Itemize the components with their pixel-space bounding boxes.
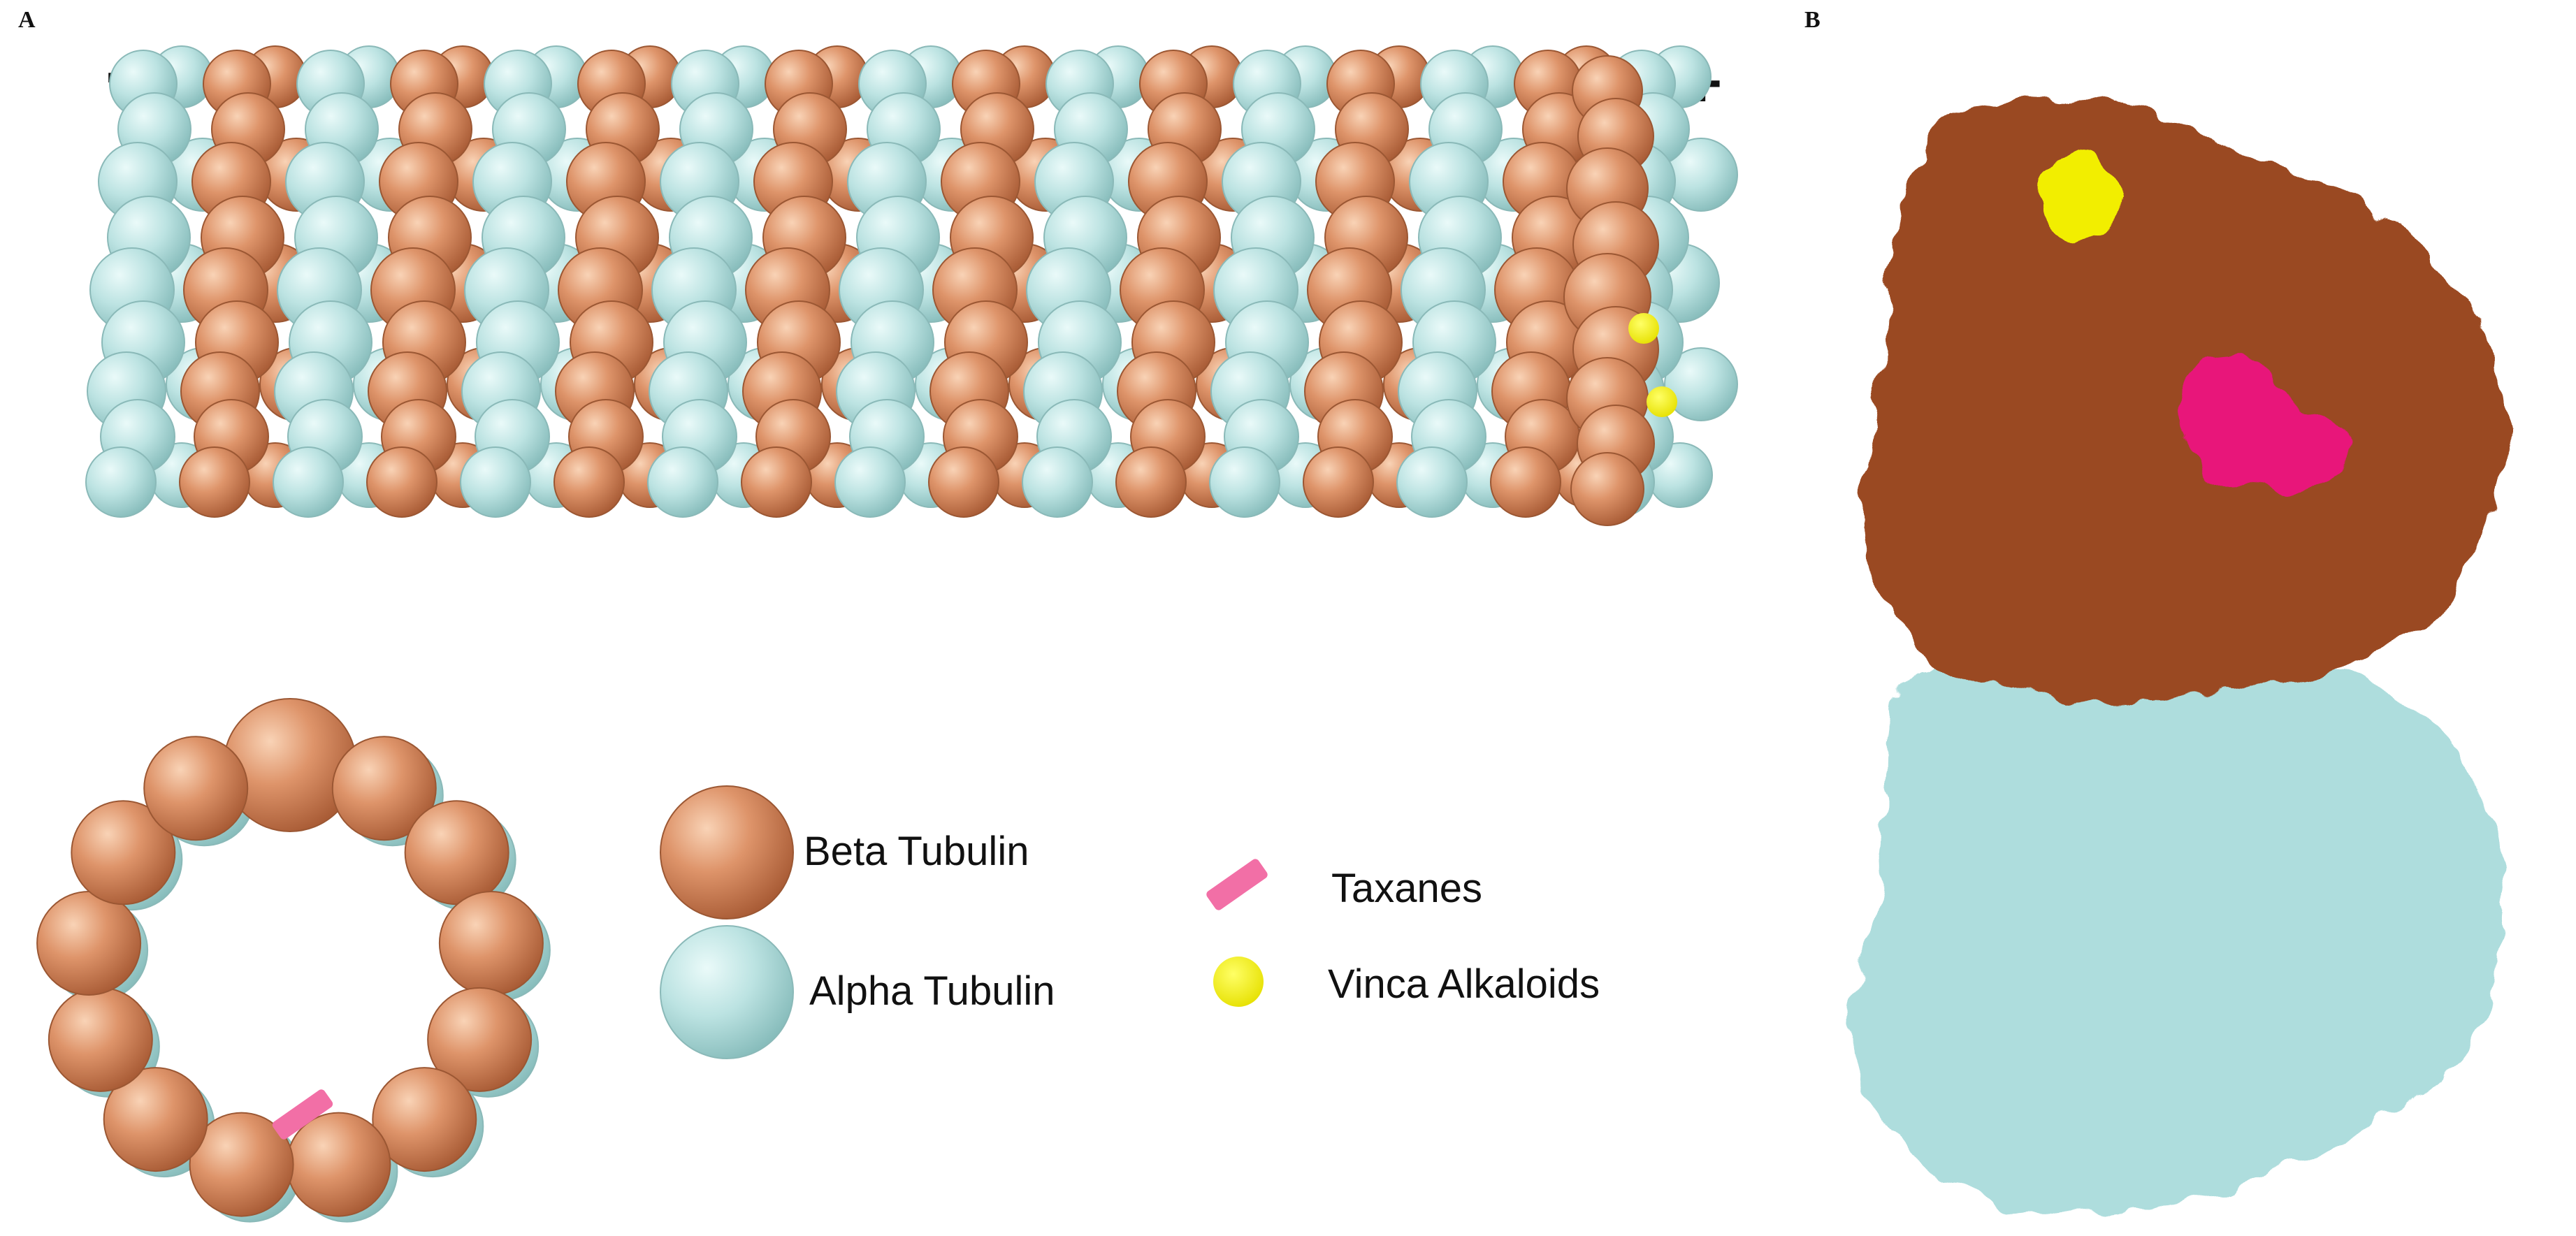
- alpha-tubulin-front: [460, 446, 531, 518]
- alpha-tubulin-front: [85, 446, 157, 518]
- alpha-tubulin-surface: [1853, 634, 2507, 1214]
- beta-tubulin-ring: [71, 800, 176, 906]
- microtubule-front-layer: [85, 50, 1690, 526]
- beta-tubulin-front: [1115, 446, 1187, 518]
- beta-tubulin-ring: [48, 987, 153, 1092]
- beta-tubulin-ring: [331, 736, 437, 841]
- beta-tubulin-ring: [143, 736, 249, 841]
- beta-tubulin-ring: [223, 698, 357, 832]
- beta-tubulin-front: [366, 446, 437, 518]
- alpha-tubulin-front: [273, 446, 344, 518]
- legend-taxanes-marker: [1206, 859, 1268, 910]
- beta-tubulin-front: [553, 446, 625, 518]
- taxane-marker: [272, 1089, 333, 1140]
- legend-alpha-label: Alpha Tubulin: [809, 968, 1055, 1014]
- alpha-tubulin-front: [1022, 446, 1093, 518]
- taxane-binding-site: [2183, 354, 2343, 489]
- alpha-tubulin-front: [647, 446, 718, 518]
- beta-tubulin-ring: [372, 1067, 477, 1172]
- microtubule-cross-section: [36, 698, 551, 1223]
- beta-tubulin-front: [741, 446, 812, 518]
- panel-b-label: B: [1804, 7, 1821, 33]
- legend-beta-sphere: [660, 785, 794, 919]
- alpha-tubulin-front: [1396, 446, 1468, 518]
- beta-tubulin-ring: [189, 1112, 294, 1217]
- beta-tubulin-ring: [286, 1112, 391, 1217]
- legend-alpha-sphere: [660, 925, 794, 1059]
- beta-tubulin-front: [1490, 446, 1561, 518]
- tubulin-dimer-surface: [1853, 94, 2508, 1214]
- beta-tubulin-plus-end: [1570, 452, 1644, 526]
- beta-tubulin-front: [928, 446, 999, 518]
- beta-tubulin-ring: [438, 891, 544, 996]
- panel-a-label: A: [18, 7, 36, 33]
- vinca-alkaloid-dot: [1628, 313, 1659, 344]
- alpha-tubulin-back: [1664, 347, 1738, 421]
- vinca-binding-site: [2038, 147, 2128, 237]
- legend-beta-label: Beta Tubulin: [804, 829, 1029, 874]
- beta-tubulin-ring: [36, 891, 142, 996]
- beta-tubulin-ring: [404, 800, 509, 906]
- beta-tubulin-ring: [103, 1067, 208, 1172]
- vinca-alkaloid-dot: [1647, 386, 1677, 417]
- legend-vinca-label: Vinca Alkaloids: [1328, 961, 1600, 1007]
- beta-tubulin-ring: [427, 987, 533, 1092]
- beta-tubulin-front: [179, 446, 250, 518]
- alpha-tubulin-front: [834, 446, 906, 518]
- legend-taxanes-label: Taxanes: [1331, 866, 1483, 911]
- beta-tubulin-front: [1303, 446, 1374, 518]
- alpha-tubulin-front: [1209, 446, 1280, 518]
- legend-vinca-marker: [1213, 957, 1264, 1007]
